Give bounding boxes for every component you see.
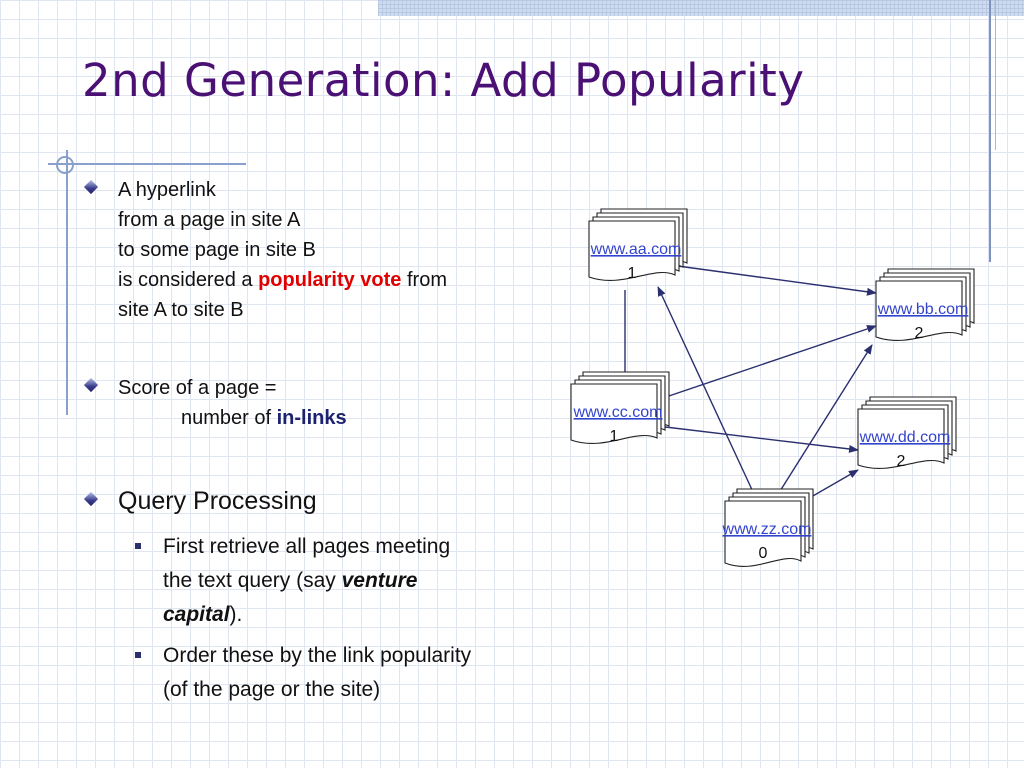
node-cc: www.cc.com 1	[570, 371, 670, 445]
bullet-text: number of	[181, 407, 277, 429]
bullet-text: from	[401, 269, 447, 291]
document-stack-icon	[570, 383, 658, 444]
graph-nodes: www.aa.com 1 www.bb.com 2 www.cc.com 1 www.dd.…	[570, 208, 975, 567]
venture-text: venture	[341, 569, 418, 592]
site-url-link[interactable]: www.bb.com	[877, 301, 969, 318]
bullet-line: the text query (say venture	[163, 564, 450, 598]
node-bb: www.bb.com 2	[875, 268, 975, 342]
node-aa: www.aa.com 1	[588, 208, 688, 282]
bullet-line: is considered a popularity vote from	[118, 265, 447, 295]
site-score: 0	[759, 545, 768, 562]
slide-title: 2nd Generation: Add Popularity	[82, 54, 805, 107]
in-links-text: in-links	[276, 407, 347, 429]
bullet-text: is considered a	[118, 269, 259, 291]
bullet-line: from a page in site A	[118, 209, 301, 231]
bullet-line: Order these by the link popularity	[163, 644, 472, 667]
right-decor-line-thin	[995, 0, 996, 150]
bullet-line: (of the page or the site)	[163, 678, 381, 701]
site-url-link[interactable]: www.aa.com	[590, 241, 682, 258]
document-stack-icon	[588, 220, 676, 281]
site-score: 2	[915, 325, 924, 342]
site-score: 1	[610, 428, 619, 445]
sub-bullet-order: Order these by the link popularity (of t…	[163, 639, 471, 707]
document-stack-icon	[724, 500, 802, 567]
edge-zz-to-aa	[657, 286, 761, 508]
capital-text: capital	[163, 603, 230, 626]
decor-horizontal-line	[48, 163, 246, 165]
node-dd: www.dd.com 2	[857, 396, 957, 470]
site-score: 2	[897, 453, 906, 470]
site-url-link[interactable]: www.dd.com	[859, 429, 951, 446]
edge-aa-to-bb	[662, 263, 877, 296]
document-stack-icon	[857, 408, 945, 469]
document-stack-icon	[875, 280, 963, 341]
sub-bullet-retrieve: First retrieve all pages meeting the tex…	[163, 530, 450, 632]
bullet-query-processing: Query Processing	[118, 487, 317, 515]
bullet-line: A hyperlink	[118, 179, 216, 201]
bullet-text: ).	[229, 603, 243, 626]
graph-edges	[621, 263, 877, 513]
site-url-link[interactable]: www.zz.com	[722, 521, 812, 538]
bullet-line: capital).	[163, 598, 450, 632]
bullet-score: Score of a page = number of in-links	[118, 373, 347, 433]
bullet-line: number of in-links	[118, 403, 347, 433]
bullet-line: First retrieve all pages meeting	[163, 535, 451, 558]
popularity-vote-text: popularity vote	[258, 269, 402, 291]
edge-zz-to-bb	[769, 344, 873, 508]
decor-circle-icon	[56, 156, 74, 174]
bullet-hyperlink: A hyperlink from a page in site A to som…	[118, 175, 447, 325]
edge-cc-to-bb	[656, 325, 877, 401]
top-decor-strip	[378, 0, 1024, 16]
site-score: 1	[628, 265, 637, 282]
square-bullet-icon	[135, 543, 141, 549]
node-zz: www.zz.com 0	[722, 488, 814, 567]
bullet-line: Score of a page =	[118, 377, 277, 399]
right-decor-line	[989, 0, 991, 262]
decor-vertical-line	[66, 150, 68, 415]
bullet-text: the text query (say	[163, 569, 342, 592]
bullet-line: to some page in site B	[118, 239, 316, 261]
square-bullet-icon	[135, 652, 141, 658]
site-url-link[interactable]: www.cc.com	[573, 404, 663, 421]
edge-cc-to-dd	[656, 425, 859, 453]
bullet-line: site A to site B	[118, 299, 244, 321]
